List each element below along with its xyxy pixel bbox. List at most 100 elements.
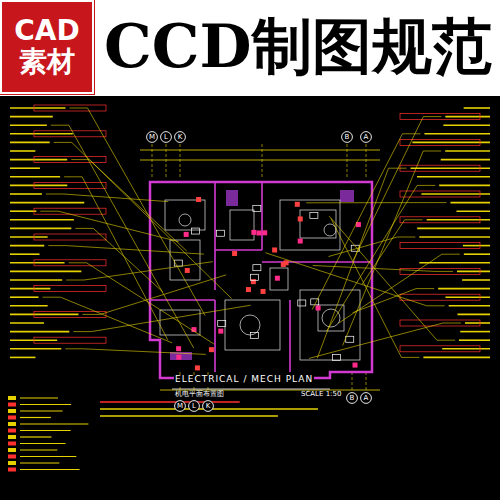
leader-line	[69, 108, 205, 316]
grid-line	[352, 372, 353, 392]
fixture-symbol	[262, 230, 267, 235]
note-stroke	[438, 288, 490, 290]
note-stroke	[10, 107, 65, 109]
grid-letter: A	[360, 392, 372, 404]
bubble-circle	[361, 132, 372, 143]
leader-line	[353, 289, 434, 313]
badge-subtitle: 素材	[19, 47, 75, 78]
grid-bubble: L	[160, 131, 172, 143]
note-stroke	[464, 107, 490, 109]
furniture-round	[179, 214, 191, 226]
grid-bubble: B	[341, 131, 353, 143]
grid-bubble: M	[174, 400, 186, 412]
table-swatch	[8, 416, 16, 420]
device-box	[346, 336, 354, 342]
table-stroke	[20, 423, 88, 424]
fixture-symbol	[275, 276, 280, 281]
note-stroke	[10, 314, 78, 316]
table-stroke	[20, 430, 71, 431]
table-swatch	[8, 429, 16, 433]
wall-block	[340, 190, 354, 202]
leader-line	[66, 262, 213, 280]
note-stroke	[10, 253, 39, 255]
note-stroke	[10, 116, 53, 118]
fixture-symbol	[298, 239, 303, 244]
table-swatch	[8, 422, 16, 426]
note-frame	[34, 286, 106, 292]
grid-bubble: L	[188, 400, 200, 412]
plan-scale: SCALE 1:50	[300, 391, 342, 399]
note-frame	[400, 346, 480, 352]
bubble-circle	[175, 132, 186, 143]
note-stroke	[10, 124, 47, 126]
note-stroke	[10, 133, 73, 135]
leader-line	[309, 323, 461, 358]
note-stroke	[10, 288, 50, 290]
leader-line	[40, 211, 178, 241]
table-swatch	[8, 442, 16, 446]
bubble-circle	[161, 132, 172, 143]
note-stroke	[464, 253, 490, 255]
note-stroke	[10, 193, 42, 195]
note-stroke	[10, 348, 61, 350]
bubble-circle	[203, 400, 214, 411]
bubble-circle	[175, 400, 186, 411]
furniture	[270, 268, 288, 290]
fixture-symbol	[176, 355, 181, 360]
note-stroke	[465, 322, 490, 324]
table-swatch	[8, 448, 16, 452]
fixture-symbol	[209, 347, 214, 352]
bubble-circle	[342, 132, 353, 143]
grid-bubble: B	[346, 392, 358, 404]
grid-bubble: A	[360, 131, 372, 143]
device-box	[310, 212, 318, 218]
leader-line	[43, 297, 173, 343]
note-stroke	[419, 236, 490, 238]
note-frame	[34, 337, 106, 343]
note-stroke	[463, 245, 490, 247]
note-stroke	[427, 219, 490, 221]
fixture-symbol	[218, 329, 223, 334]
bubble-circle	[189, 400, 200, 411]
fixture-symbol	[295, 202, 300, 207]
table-swatch	[8, 461, 16, 465]
device-box	[192, 228, 200, 234]
grid-letter: K	[174, 131, 186, 143]
note-stroke	[10, 185, 67, 187]
note-stroke	[10, 331, 69, 333]
note-stroke	[417, 228, 490, 230]
leader-line	[329, 216, 455, 340]
fixture-symbol	[251, 279, 256, 284]
grid-line	[366, 372, 367, 392]
device-box	[298, 300, 306, 306]
grid-letter: L	[160, 131, 172, 143]
note-stroke	[459, 339, 490, 341]
note-columns	[8, 105, 490, 472]
table-swatch	[8, 455, 16, 459]
device-box	[332, 355, 340, 361]
leader-line	[339, 254, 460, 323]
fixture-symbol	[251, 230, 256, 235]
fixture-symbol	[353, 363, 358, 368]
plan-title: ELECTRICAL / MECH PLAN	[174, 375, 314, 385]
note-stroke	[457, 314, 490, 316]
device-box	[253, 265, 261, 271]
fixture-symbol	[284, 260, 289, 265]
table-stroke	[20, 397, 58, 398]
furniture	[165, 200, 205, 230]
grid-line	[366, 144, 367, 178]
leader-line	[313, 265, 453, 271]
table-swatch	[8, 403, 16, 407]
note-frame	[34, 131, 106, 137]
leader-line	[71, 160, 187, 251]
furniture	[170, 240, 200, 280]
bubble-circle	[347, 393, 358, 404]
note-stroke	[457, 271, 490, 273]
grid-bubble: A	[360, 392, 372, 404]
table-stroke	[20, 417, 51, 418]
note-stroke	[457, 210, 490, 212]
note-stroke	[10, 245, 44, 247]
table-stroke	[20, 462, 59, 463]
plan-title-cn: 机电平面布置图	[174, 391, 225, 399]
